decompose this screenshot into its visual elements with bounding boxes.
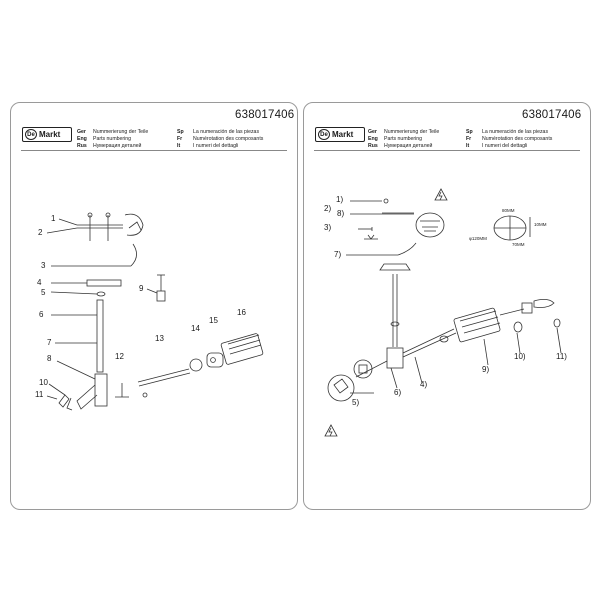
dimension-top: 80MM — [502, 208, 515, 213]
part-label-7: 7 — [47, 338, 52, 347]
dimension-diameter: φ120MM — [469, 236, 487, 241]
part-label-13: 13 — [155, 334, 164, 343]
assembly-diagram-right — [324, 188, 562, 437]
electric-warning-icon — [324, 424, 338, 437]
part-label-15: 15 — [209, 316, 218, 325]
step-label-3: 3) — [324, 223, 332, 232]
step-label-11: 11) — [556, 352, 567, 361]
part-label-14: 14 — [191, 324, 200, 333]
header-divider — [314, 150, 580, 151]
part-label-6: 6 — [39, 310, 44, 319]
part-label-2: 2 — [38, 228, 43, 237]
step-label-6: 6) — [394, 388, 402, 397]
article-number: 638017406 — [522, 109, 582, 121]
part-label-5: 5 — [41, 288, 46, 297]
dimension-small: 70MM — [512, 242, 525, 247]
part-label-11: 11 — [35, 390, 44, 399]
step-label-9: 9) — [482, 365, 490, 374]
part-label-4: 4 — [37, 278, 42, 287]
part-label-8: 8 — [47, 354, 52, 363]
step-label-8: 8) — [337, 209, 345, 218]
part-label-3: 3 — [41, 261, 46, 270]
step-label-4: 4) — [420, 380, 428, 389]
step-label-2: 2) — [324, 204, 332, 213]
step-label-5: 5) — [352, 398, 360, 407]
dimension-side: 10MM — [534, 222, 547, 227]
header-divider — [21, 150, 287, 151]
electric-warning-icon — [434, 188, 448, 201]
article-number: 638017406 — [235, 109, 295, 121]
part-label-10: 10 — [39, 378, 48, 387]
part-label-9: 9 — [139, 284, 144, 293]
part-label-1: 1 — [51, 214, 56, 223]
part-label-16: 16 — [237, 308, 246, 317]
de-markt-logo: De Markt — [315, 127, 365, 142]
parts-diagram-left — [46, 212, 264, 411]
part-label-12: 12 — [115, 352, 124, 361]
de-markt-logo: De Markt — [22, 127, 72, 142]
step-label-10: 10) — [514, 352, 526, 361]
step-label-1: 1) — [336, 195, 344, 204]
step-label-7: 7) — [334, 250, 342, 259]
